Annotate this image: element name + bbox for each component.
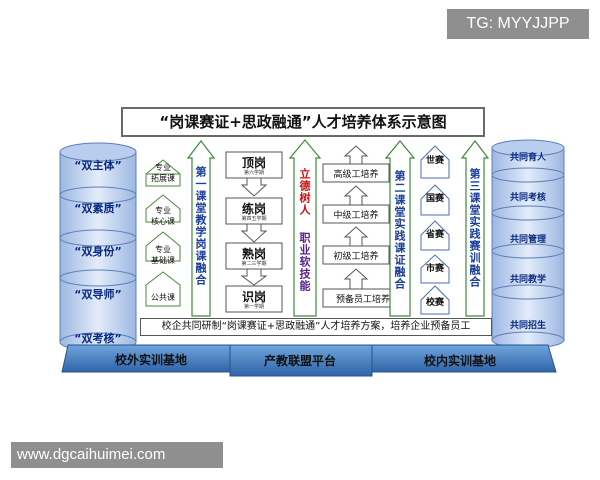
cooperation-banner: 校企共同研制“岗课赛证+思政融通”人才培养方案，培养企业预备员工 xyxy=(140,318,492,336)
watermark-bottom: www.dgcaihuimei.com xyxy=(11,442,223,468)
right-pillar-item: 共同管理 xyxy=(509,235,546,245)
base-left-label: 校外实训基地 xyxy=(114,353,187,367)
competition-label: 国赛 xyxy=(425,194,444,204)
left-pillar-item: “双导师” xyxy=(74,288,122,301)
jobs-column xyxy=(225,151,283,313)
watermark-top: TG: MYYJJPP xyxy=(447,9,589,39)
center-moral-label: 立德树人 xyxy=(298,168,311,216)
training-label: 高级工培养 xyxy=(333,170,379,180)
right-pillar-item: 共同教学 xyxy=(509,275,546,285)
classroom1-arrow xyxy=(186,140,216,317)
diagram-title: “岗课赛证+思政融通”人才培养体系示意图 xyxy=(121,107,485,137)
course-label: 专业 核心课 xyxy=(151,206,175,226)
center-softskill-label: 职业软技能 xyxy=(298,232,311,292)
center-arrow xyxy=(288,139,322,317)
job-box: 识岗 第一学期 xyxy=(227,290,281,311)
job-name: 熟岗 xyxy=(241,247,266,261)
right-cylinder xyxy=(491,139,565,349)
job-semester: 第六学期 xyxy=(243,170,264,176)
training-label: 初级工培养 xyxy=(333,252,379,262)
classroom1-label: 第一课堂教学岗课融合 xyxy=(194,166,207,286)
base-right-label: 校内实训基地 xyxy=(423,354,496,368)
competition-label: 校赛 xyxy=(425,298,444,308)
left-pillar-item: “双身份” xyxy=(74,245,122,258)
left-pillar-item: “双主体” xyxy=(74,159,122,172)
job-semester: 第一学期 xyxy=(243,304,264,310)
job-semester: 第四五学期 xyxy=(241,216,267,222)
course-label: 公共课 xyxy=(151,293,175,302)
job-name: 识岗 xyxy=(241,290,266,304)
training-column xyxy=(322,145,404,308)
job-box: 熟岗 第二三学期 xyxy=(227,247,281,268)
right-pillar-item: 共同育人 xyxy=(509,153,546,163)
job-box: 练岗 第四五学期 xyxy=(227,202,281,223)
training-label: 中级工培养 xyxy=(333,211,379,221)
competition-stack xyxy=(420,145,450,315)
base-platforms xyxy=(61,344,557,377)
classroom3-label: 第三课堂实践赛训融合 xyxy=(468,168,481,288)
right-pillar-item: 共同招生 xyxy=(509,321,546,331)
competition-label: 省赛 xyxy=(425,230,444,240)
classroom3-arrow xyxy=(460,140,490,317)
job-name: 顶岗 xyxy=(241,156,266,170)
course-label: 专业 拓展课 xyxy=(151,163,175,183)
left-pillar-item: “双素质” xyxy=(74,202,122,215)
base-center-label: 产教联盟平台 xyxy=(263,354,336,368)
competition-label: 世赛 xyxy=(425,156,444,166)
course-label: 专业 基础课 xyxy=(151,245,175,265)
job-box: 顶岗 第六学期 xyxy=(227,156,281,177)
competition-label: 市赛 xyxy=(425,264,444,274)
classroom2-arrow xyxy=(384,140,416,317)
job-name: 练岗 xyxy=(241,202,266,216)
training-label: 预备员工培养 xyxy=(335,295,390,305)
course-stack xyxy=(145,159,181,307)
classroom2-label: 第二课堂实践课证融合 xyxy=(393,170,406,290)
left-pillar-item: “双考核” xyxy=(74,332,122,345)
right-pillar-item: 共同考核 xyxy=(509,193,546,203)
job-semester: 第二三学期 xyxy=(241,261,267,267)
